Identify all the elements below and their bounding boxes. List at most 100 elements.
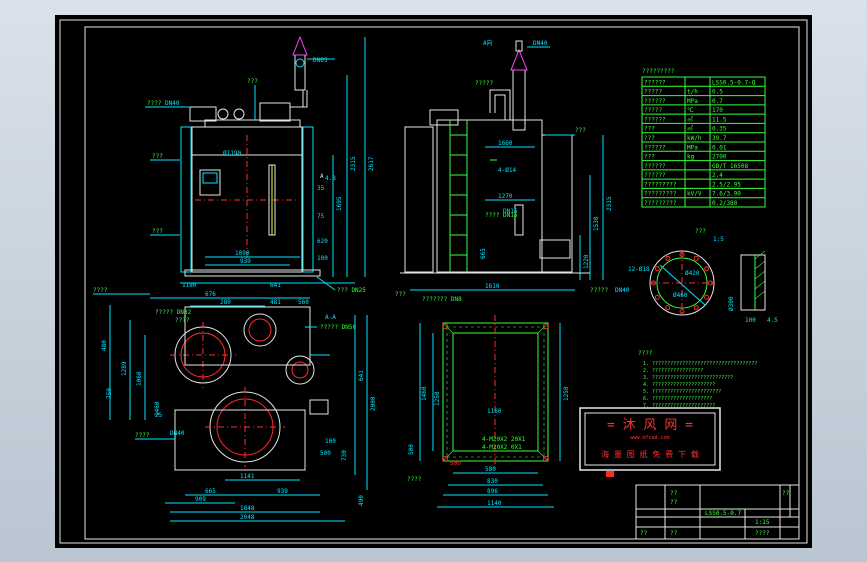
svg-text:DN15: DN15 [503,208,518,215]
svg-text:1250: 1250 [563,386,570,401]
pump [189,106,217,122]
svg-text:1695: 1695 [336,196,343,211]
svg-text:1140: 1140 [487,500,502,507]
spec-name: ?????? [644,98,666,105]
control-panel [199,169,221,196]
front-top-label: DN65 [313,57,328,64]
note-line: 4. ????????????????????? [643,382,715,388]
side-panel-left [404,126,434,273]
bolt-hole [708,280,713,286]
svg-text:1460: 1460 [421,386,428,401]
svg-text:25: 25 [155,412,163,419]
spec-value: 7.6/3.90 [712,191,741,198]
svg-text:?????: ????? [475,80,493,87]
spec-unit: MPa [687,98,698,105]
svg-text:939: 939 [240,258,251,265]
svg-text:1141: 1141 [240,473,255,480]
drawing-canvas[interactable]: DN65 ???? DN40 ??? ??? ??? 2617 2315 169… [55,15,812,548]
svg-text:1660: 1660 [498,140,513,147]
svg-text:2048: 2048 [240,514,255,521]
svg-text:?????????: ????????? [642,68,675,75]
bolt-hole [654,294,660,300]
svg-text:???: ??? [152,153,163,160]
spec-unit: ㎡ [687,125,693,133]
svg-text:580: 580 [485,466,496,473]
spec-value: 39.7 [712,135,727,142]
spec-name: ?????? [644,79,666,86]
spec-unit: MPa [687,144,698,151]
svg-text:1160: 1160 [487,408,502,415]
svg-text:500: 500 [450,460,461,467]
svg-text:Ø420: Ø420 [685,270,700,277]
svg-text:939: 939 [277,488,288,495]
svg-text:4-M20X2 0X1: 4-M20X2 0X1 [482,444,522,451]
spec-name: ?????? [644,172,666,179]
foundation-view: 1160 1460 1250 1250 500 4-M20X2 20X1 4-M… [407,315,570,508]
svg-text:??: ?? [640,530,648,537]
svg-text:2315: 2315 [350,156,357,171]
svg-text:DN40: DN40 [170,430,185,437]
svg-text:665: 665 [480,248,487,259]
svg-text:???: ??? [575,127,586,134]
svg-text:490: 490 [358,495,365,506]
note-line: 3. ??????????????????????????? [643,375,733,381]
svg-text:Ø300: Ø300 [728,296,735,311]
svg-text:????: ???? [638,350,653,357]
svg-text:730: 730 [341,450,348,461]
svg-text:481: 481 [270,299,281,306]
svg-text:1090: 1090 [235,250,250,257]
spec-value: 0.7 [712,98,723,105]
spec-name: ?????? [644,144,666,151]
cad-drawing: DN65 ???? DN40 ??? ??? ??? 2617 2315 169… [59,19,808,544]
svg-text:DN40: DN40 [165,100,180,107]
spec-value: 0.5 [712,89,723,96]
svg-text:35: 35 [317,185,325,192]
svg-text:??: ?? [670,490,678,497]
svg-text:909: 909 [195,496,206,503]
svg-text:????: ???? [755,530,770,537]
svg-text:???? DN15: ???? DN15 [485,212,518,219]
svg-text:100: 100 [317,255,328,262]
svg-text:500: 500 [320,450,331,457]
spec-value: 2.4 [712,172,723,179]
svg-text:???: ??? [395,291,406,298]
bolt-hole [679,252,685,257]
svg-text:1530: 1530 [593,216,600,231]
svg-text:A向: A向 [483,39,493,47]
svg-text:DN40: DN40 [615,287,630,294]
svg-text:896: 896 [487,488,498,495]
svg-text:1060: 1060 [136,371,143,386]
svg-text:480: 480 [101,340,108,351]
bolt-hole [679,309,685,314]
front-base [184,269,321,277]
svg-text:280: 280 [220,299,231,306]
watermark-stamp: = 沐 风 网 = www.mfcad.com 海 量 图 纸 免 费 下 载 [579,407,721,477]
note-line: 6. ???????????????????? [643,396,712,402]
svg-text:www.mfcad.com: www.mfcad.com [630,435,669,441]
svg-text:100: 100 [745,317,756,324]
flange-bolt-holes [651,252,713,314]
safety-valve [292,35,308,56]
svg-text:LSS0.5-0.7: LSS0.5-0.7 [705,510,742,517]
spec-name: ????? [644,107,662,114]
svg-text:2315: 2315 [606,196,613,211]
spec-name: ????? [644,89,662,96]
spec-name: ??? [644,135,655,142]
svg-text:676: 676 [205,291,216,298]
spec-name: ????????? [644,181,677,188]
svg-text:?????: ????? [590,287,608,294]
svg-text:= 沐 风 网 =: = 沐 风 网 = [607,418,693,433]
spec-name: ?????? [644,163,666,170]
svg-text:12-Ø18: 12-Ø18 [628,266,650,273]
svg-text:A: A [320,173,324,180]
spec-name: ????????? [644,200,677,207]
technical-notes: ???? 1. ????????????????????????????????… [638,350,757,409]
spec-unit: ㎡ [687,115,693,123]
svg-text:2000: 2000 [370,396,377,411]
svg-text:641: 641 [270,282,281,289]
bolt-hole [665,305,671,311]
svg-text:??: ?? [782,490,790,497]
bolt-hole [693,255,699,261]
